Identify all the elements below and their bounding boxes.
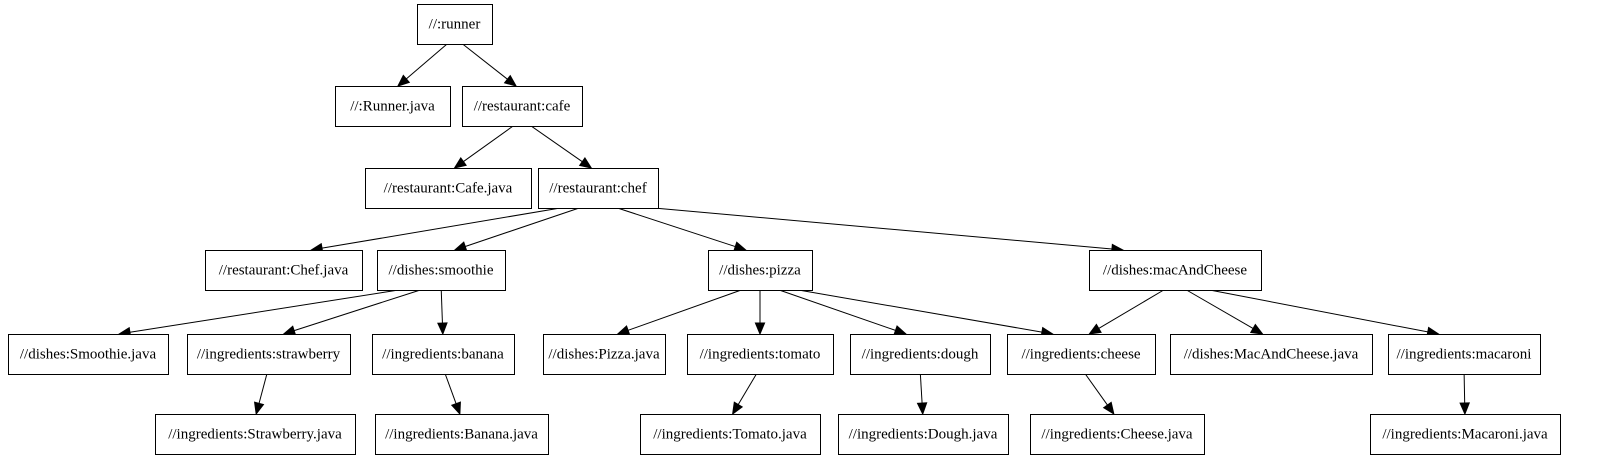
graph-node-ing-strawberry[interactable]: //ingredients:strawberry [187,334,351,375]
node-box[interactable] [8,334,169,375]
node-box[interactable] [372,334,515,375]
node-label: //ingredients:tomato [700,346,821,362]
graph-node-ing-banana[interactable]: //ingredients:banana [372,334,515,375]
node-label: //ingredients:Banana.java [385,426,538,442]
graph-edge [462,43,518,87]
graph-edge [453,125,514,169]
node-label: //dishes:pizza [719,262,801,278]
node-label: //ingredients:banana [382,346,504,362]
graph-node-macaroni-java[interactable]: //ingredients:Macaroni.java [1370,414,1561,455]
node-box[interactable] [417,4,493,45]
node-box[interactable] [155,414,356,455]
node-label: //restaurant:chef [549,180,646,196]
node-box[interactable] [640,414,821,455]
graph-node-runner-java[interactable]: //:Runner.java [335,86,451,127]
node-label: //restaurant:cafe [474,98,571,114]
graph-edge [1209,289,1440,338]
node-label: //dishes:MacAndCheese.java [1184,346,1359,362]
node-box[interactable] [187,334,351,375]
node-label: //restaurant:Cafe.java [384,180,513,196]
node-label: //ingredients:Macaroni.java [1382,426,1548,442]
node-label: //ingredients:Dough.java [849,426,998,442]
graph-edge [731,373,757,416]
node-box[interactable] [375,414,549,455]
graph-edge [779,289,908,336]
graph-edge [444,373,461,416]
node-box[interactable] [543,334,666,375]
graph-edge [253,373,268,416]
graph-node-dishes-pizza[interactable]: //dishes:pizza [708,250,813,291]
graph-edge [754,290,766,336]
node-box[interactable] [1030,414,1205,455]
graph-edge [117,289,399,338]
graph-edge [653,207,1125,255]
graph-edge [530,125,593,169]
node-label: //ingredients:dough [862,346,979,362]
graph-edge [282,289,421,336]
node-label: //dishes:macAndCheese [1103,262,1247,278]
graph-node-pizza-java[interactable]: //dishes:Pizza.java [543,334,666,375]
node-label: //ingredients:cheese [1021,346,1140,362]
graph-edge [617,207,747,252]
node-box[interactable] [462,86,583,127]
node-box[interactable] [1007,334,1156,375]
node-box[interactable] [365,168,532,209]
graph-node-restaurant-chef[interactable]: //restaurant:chef [538,168,659,209]
graph-node-ing-tomato[interactable]: //ingredients:tomato [687,334,834,375]
graph-node-dishes-smoothie[interactable]: //dishes:smoothie [377,250,506,291]
graph-node-ing-macaroni[interactable]: //ingredients:macaroni [1388,334,1541,375]
graph-node-cafe-java[interactable]: //restaurant:Cafe.java [365,168,532,209]
node-box[interactable] [538,168,659,209]
graph-edge [309,207,561,254]
graph-node-banana-java[interactable]: //ingredients:Banana.java [375,414,549,455]
node-box[interactable] [377,250,506,291]
graph-edge [1088,289,1164,335]
graph-edge [1186,289,1264,335]
node-label: //ingredients:Cheese.java [1041,426,1193,442]
edges-layer [117,43,1471,416]
node-box[interactable] [205,250,363,291]
graph-node-ing-dough[interactable]: //ingredients:dough [850,334,991,375]
node-label: //dishes:Smoothie.java [20,346,157,362]
node-label: //:runner [429,16,481,32]
node-box[interactable] [1170,334,1373,375]
node-label: //ingredients:macaroni [1397,346,1532,362]
node-box[interactable] [335,86,451,127]
graph-edge [916,373,928,416]
graph-edge [437,289,448,336]
graph-edge [453,207,580,252]
node-box[interactable] [1370,414,1561,455]
graph-edge [616,289,742,336]
node-box[interactable] [838,414,1009,455]
graph-edge [1459,373,1471,416]
node-box[interactable] [1089,250,1262,291]
node-box[interactable] [850,334,991,375]
graph-node-tomato-java[interactable]: //ingredients:Tomato.java [640,414,821,455]
graph-node-runner[interactable]: //:runner [417,4,493,45]
graph-edge [798,289,1055,338]
node-box[interactable] [1388,334,1541,375]
node-label: //dishes:Pizza.java [548,346,660,362]
graph-node-macandcheese-java[interactable]: //dishes:MacAndCheese.java [1170,334,1373,375]
graph-node-dough-java[interactable]: //ingredients:Dough.java [838,414,1009,455]
nodes-layer: //:runner //:Runner.java //restaurant:cafe… [8,4,1561,455]
graph-node-ing-cheese[interactable]: //ingredients:cheese [1007,334,1156,375]
graph-node-strawberry-java[interactable]: //ingredients:Strawberry.java [155,414,356,455]
graph-node-cheese-java[interactable]: //ingredients:Cheese.java [1030,414,1205,455]
node-box[interactable] [708,250,813,291]
node-label: //ingredients:Strawberry.java [168,426,342,442]
node-label: //:Runner.java [350,98,435,114]
graph-node-chef-java[interactable]: //restaurant:Chef.java [205,250,363,291]
graph-edge [396,43,448,87]
node-label: //dishes:smoothie [389,262,494,278]
graph-node-dishes-macandcheese[interactable]: //dishes:macAndCheese [1089,250,1262,291]
graph-node-restaurant-cafe[interactable]: //restaurant:cafe [462,86,583,127]
graph-edge [1084,373,1115,416]
graph-node-smoothie-java[interactable]: //dishes:Smoothie.java [8,334,169,375]
node-label: //ingredients:Tomato.java [653,426,807,442]
node-box[interactable] [687,334,834,375]
node-label: //restaurant:Chef.java [219,262,349,278]
node-label: //ingredients:strawberry [197,346,341,362]
